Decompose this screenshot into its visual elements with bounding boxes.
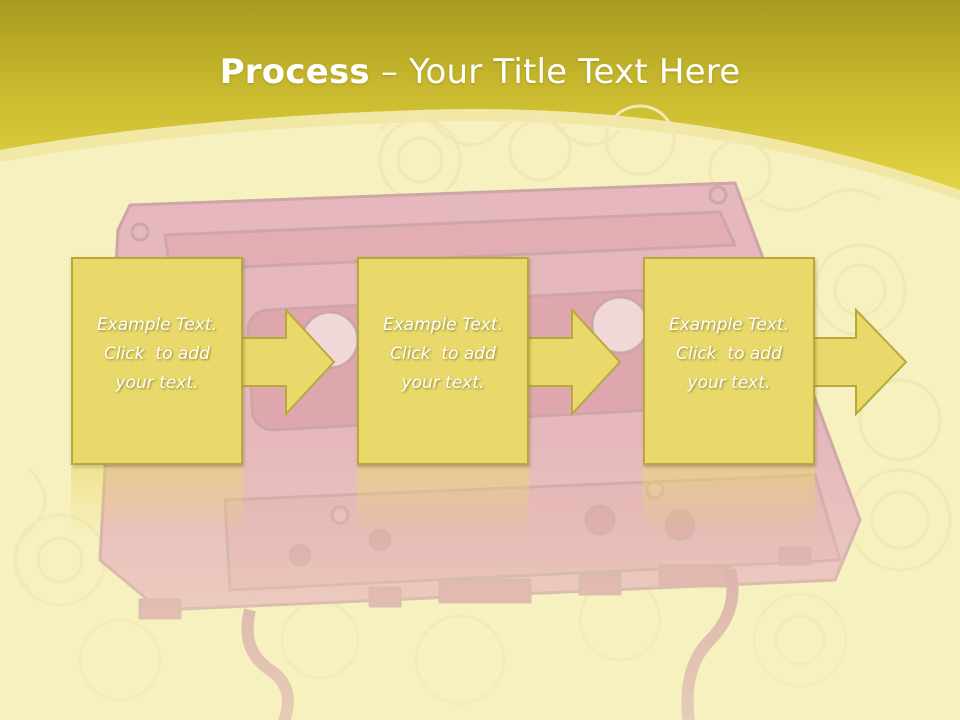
process-step-2[interactable]: Example Text. Click to add your text. (357, 257, 529, 537)
step-text[interactable]: Example Text. Click to add your text. (363, 311, 523, 398)
step-box (71, 257, 243, 465)
step-text-line: your text. (687, 373, 771, 393)
step-text-line: Click to add (104, 344, 210, 364)
step-text-line: Example Text. (96, 315, 218, 335)
process-step-1[interactable]: Example Text. Click to add your text. (71, 257, 243, 537)
title-bold: Process (219, 52, 370, 92)
header-band (0, 0, 960, 190)
arrow-right-icon (809, 308, 908, 416)
step-text-line: Click to add (390, 344, 496, 364)
step-reflection (71, 467, 243, 537)
step-text[interactable]: Example Text. Click to add your text. (649, 311, 809, 398)
step-text-line: your text. (401, 373, 485, 393)
slide-title[interactable]: Process – Your Title Text Here (0, 52, 960, 92)
step-text-line: Click to add (676, 344, 782, 364)
step-text-line: your text. (115, 373, 199, 393)
arrow-right-icon (525, 308, 622, 416)
title-rest: – Your Title Text Here (369, 52, 741, 92)
step-text-line: Example Text. (668, 315, 790, 335)
arrow-right-icon (239, 308, 336, 416)
step-reflection (357, 467, 529, 537)
process-step-3[interactable]: Example Text. Click to add your text. (643, 257, 815, 537)
step-box (357, 257, 529, 465)
step-text-line: Example Text. (382, 315, 504, 335)
step-reflection (643, 467, 815, 537)
step-text[interactable]: Example Text. Click to add your text. (77, 311, 237, 398)
step-box (643, 257, 815, 465)
